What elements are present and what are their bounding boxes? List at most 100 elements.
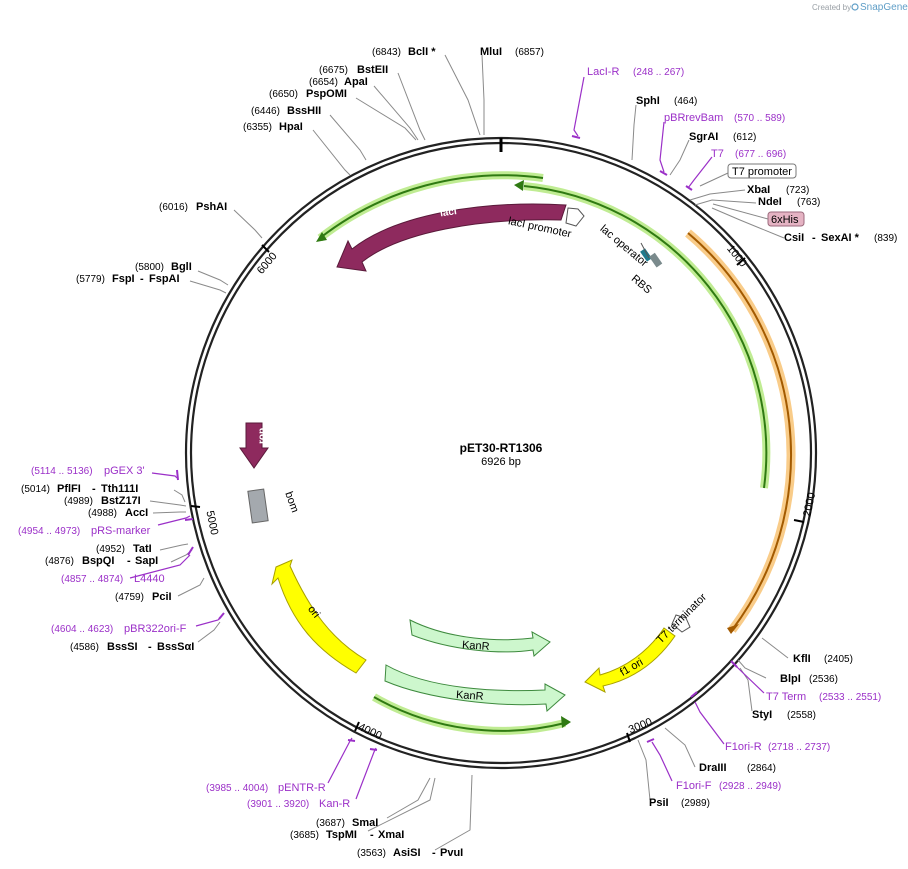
enzyme-name-styi[interactable]: StyI [752,709,772,721]
primer-range-pbr322ori-f: (4604 .. 4623) [51,624,113,635]
enzyme-name-tati[interactable]: TatI [133,543,152,555]
enzyme-pos-kfli: (2405) [824,654,853,665]
orf-arc-glow [685,229,796,633]
enzyme-name2-tspmi[interactable]: XmaI [378,829,404,841]
tick-label-3000: 3000 [627,716,654,736]
enzyme-name-csii[interactable]: CsiI [784,232,804,244]
enzyme-name2-asisi[interactable]: PvuI [440,847,463,859]
enzyme-name-blpi[interactable]: BlpI [780,673,801,685]
enzyme-name-sgrai[interactable]: SgrAI [689,131,718,143]
tick-label-5000: 5000 [203,510,220,536]
primer-name-t7[interactable]: T7 [711,148,724,160]
enzyme-name-fspi[interactable]: FspI [112,273,135,285]
primer-name-f1ori-f[interactable]: F1ori-F [676,780,712,792]
enzyme-pos-bgli: (5800) [135,262,164,273]
enzyme-name-pflfi[interactable]: PflFI [57,483,81,495]
plasmid-length: 6926 bp [481,456,521,468]
enzyme-name-pshai[interactable]: PshAI [196,201,227,213]
enzyme-pos-pspomi: (6650) [269,89,298,100]
primer-name-kan-r[interactable]: Kan-R [319,798,350,810]
green-arc-1-arrowhead [514,180,524,191]
f1-ori-feature[interactable] [584,627,676,693]
snapgene-brand: SnapGene [860,2,908,13]
primer-range-pentr-r: (3985 .. 4004) [206,783,268,794]
enzyme-name2-fspi[interactable]: FspAI [149,273,180,285]
t7-promoter-box[interactable] [727,163,797,179]
enzyme-name-draiii[interactable]: DraIII [699,762,727,774]
lac-operator-line [640,242,650,259]
primer-name-t7-term[interactable]: T7 Term [766,691,806,703]
rop-label: rop [257,428,268,444]
bom-feature[interactable] [247,488,269,524]
primer-name-pgex3[interactable]: pGEX 3' [104,465,145,477]
enzyme-sep-fspi: - [140,273,144,285]
enzyme-pos-acci: (4988) [88,508,117,519]
enzyme-name-hpai[interactable]: HpaI [279,121,303,133]
tick-6000 [261,244,270,253]
primer-name-pentr-r[interactable]: pENTR-R [278,782,326,794]
enzyme-pos-psii: (2989) [681,798,710,809]
tick-label-6000: 6000 [255,250,280,276]
enzyme-pos-xbai: (723) [786,185,809,196]
enzyme-name-xbai[interactable]: XbaI [747,184,770,196]
kanr-feature-1[interactable] [409,619,551,657]
green-arc-2 [319,174,544,239]
enzyme-name-bcli[interactable]: BclI * [408,46,436,58]
green-arc-3-arrowhead [561,716,571,728]
enzyme-name-bstz17i[interactable]: BstZ17I [101,495,141,507]
enzyme-pos-blpi: (2536) [809,674,838,685]
enzyme-name-psii[interactable]: PsiI [649,797,669,809]
rbs-feature[interactable] [649,252,663,268]
enzyme-name-bsshii[interactable]: BssHII [287,105,321,117]
orf-arc [687,232,792,631]
enzyme-name-bsssi[interactable]: BssSI [107,641,138,653]
t7-terminator-feature[interactable] [671,614,691,633]
enzyme-name-pcii[interactable]: PciI [152,591,172,603]
enzyme-name-bsteii[interactable]: BstEII [357,64,388,76]
enzyme-name2-bspqi[interactable]: SapI [135,555,158,567]
kanr-label-1: KanR [462,639,490,653]
enzyme-name-tspmi[interactable]: TspMI [326,829,357,841]
enzyme-name-bgli[interactable]: BglI [171,261,192,273]
green-arc-1 [523,185,768,489]
laci-feature[interactable] [336,203,567,272]
enzyme-name-smai[interactable]: SmaI [352,817,378,829]
primer-range-t7-term: (2533 .. 2551) [819,692,881,703]
enzyme-name-pspomi[interactable]: PspOMI [306,88,347,100]
rop-feature[interactable] [239,422,269,469]
enzyme-pos-smai: (3687) [316,818,345,829]
enzyme-name-sphi[interactable]: SphI [636,95,660,107]
enzyme-sep-bspqi: - [127,555,131,567]
enzyme-name-acci[interactable]: AccI [125,507,148,519]
laci-promoter-feature[interactable] [565,207,585,227]
enzyme-name-apai[interactable]: ApaI [344,76,368,88]
enzyme-name-ndei[interactable]: NdeI [758,196,782,208]
tick-3000 [626,732,631,743]
primer-range-pgex3: (5114 .. 5136) [31,466,93,477]
enzyme-name-asisi[interactable]: AsiSI [393,847,421,859]
enzyme-name-mlui[interactable]: MluI [480,46,502,58]
primer-name-laci-r[interactable]: LacI-R [587,66,619,78]
enzyme-name-kfli[interactable]: KflI [793,653,811,665]
enzyme-sep-tspmi: - [370,829,374,841]
snapgene-logo-icon [851,3,859,11]
primer-name-pbr322ori-f[interactable]: pBR322ori-F [124,623,187,635]
lac-operator-feature[interactable] [640,248,652,262]
enzyme-name2-pflfi[interactable]: Tth111I [101,483,138,495]
rbs-label: RBS [629,273,654,297]
6xhis-leader [712,203,769,220]
enzyme-name-bspqi[interactable]: BspQI [82,555,114,567]
primer-name-prs-marker[interactable]: pRS-marker [91,525,151,537]
primer-range-l4440: (4857 .. 4874) [61,574,123,585]
primer-name-l4440[interactable]: L4440 [134,573,165,585]
enzyme-pos-tati: (4952) [96,544,125,555]
enzyme-pos-mlui: (6857) [515,47,544,58]
enzyme-pos-pcii: (4759) [115,592,144,603]
kanr-feature-2[interactable] [384,664,566,712]
primer-name-pbrrevbam[interactable]: pBRrevBam [664,112,723,124]
ori-feature[interactable] [271,559,367,674]
primer-name-f1ori-r[interactable]: F1ori-R [725,741,762,753]
enzyme-name2-bsssi[interactable]: BssSαI [157,641,194,653]
enzyme-name2-csii[interactable]: SexAI * [821,232,860,244]
primer-marks [176,135,738,751]
